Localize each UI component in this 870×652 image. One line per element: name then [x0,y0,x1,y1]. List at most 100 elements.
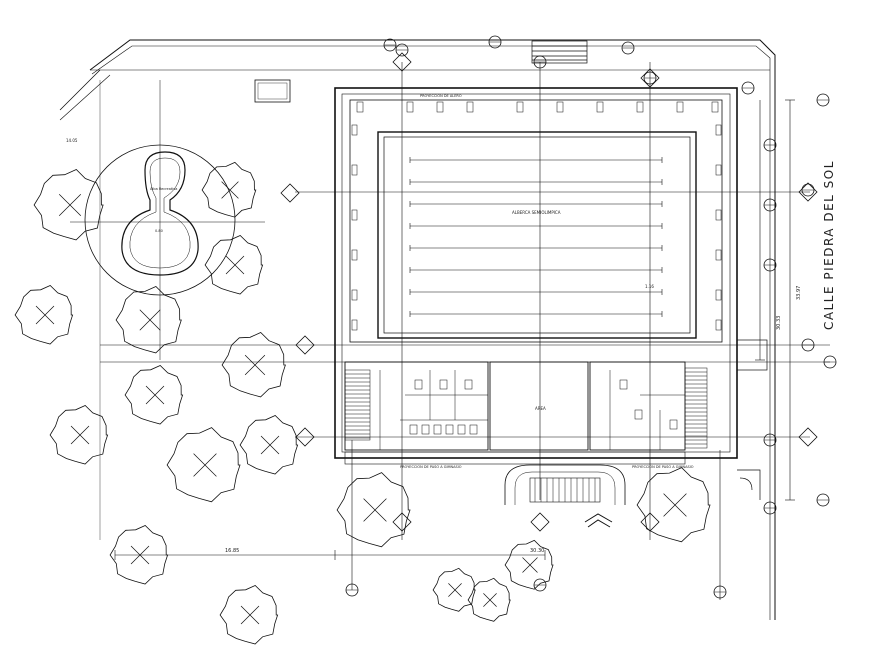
tree-trunk-mark [363,498,387,522]
axis-diamond [280,183,300,203]
fixture [414,379,423,390]
tree-trunk-mark [221,181,239,199]
roof-projection-note: PROYECCION DE ALERO [420,94,462,98]
tree-trunk-mark [70,425,90,445]
column [715,289,722,301]
tree-crown [221,332,286,398]
fixture [669,419,678,430]
column [351,124,358,136]
axis-diamond [798,182,818,202]
tree-icon [115,286,182,354]
column [636,101,644,113]
tree-trunk-mark [240,605,260,625]
tree-trunk-mark [225,255,245,275]
column [436,101,444,113]
tree-crown [504,539,554,590]
tree-icon [49,405,109,465]
pool-label: ALBERCA SEMIOLIMPICA [512,210,561,215]
north-arrow-icon [584,513,613,528]
column [466,101,474,113]
tree-trunk-mark [260,435,280,455]
right-entrance [736,339,768,500]
tree-trunk-mark [139,309,161,331]
column [715,319,722,331]
axis-diamond [640,68,660,88]
left-wing-note: PROYECCION DE PASO A GIMNASIO [400,465,462,469]
stair-outline [344,369,371,441]
column [351,209,358,221]
tree-crown [115,286,182,354]
pool-depth-label: 1.16 [645,284,654,289]
tree-crown [467,577,511,622]
kiddie-pool-dim: 0.80 [155,229,163,233]
tree-icon [432,567,476,612]
tree-icon [504,539,554,590]
fixture [464,379,473,390]
olympic-pool [377,131,697,339]
top-entrance-stairs [531,40,588,64]
tree-crown [239,415,299,475]
tree-crown [166,427,241,503]
tree-icon [239,415,299,475]
tree-trunk-mark [58,193,82,217]
left-stairs [344,369,371,441]
tree-crown [336,472,411,548]
axis-diamond [392,52,412,72]
street-name: CALLE PIEDRA DEL SOL [822,160,836,330]
kiddie-pool-area [70,80,265,540]
axis-diamond [295,427,315,447]
tree-trunk-mark [35,305,55,325]
axis-diamond [798,427,818,447]
fixture [439,379,448,390]
tree-crown [49,405,109,465]
tree-trunk-mark [522,557,538,573]
locker-rooms-wing [344,361,686,465]
kiddie-pool-label: Alba Recreativa [150,187,177,191]
dim-total-height: 33.97 [796,286,802,300]
machine-room [254,79,291,103]
dim-left-width: 16.85 [225,548,239,554]
tree-crown [33,169,104,241]
tree-trunk-mark [244,354,266,376]
tree-crown [204,235,264,295]
fixture [457,424,466,435]
column [351,249,358,261]
column [596,101,604,113]
tree-icon [14,285,74,345]
tree-trunk-mark [145,385,165,405]
column [351,319,358,331]
tree-crown [124,365,184,425]
column [715,164,722,176]
column [556,101,564,113]
tree-crown [109,525,169,585]
column [711,101,719,113]
fixture [634,409,643,420]
hall-area-label: AREA [535,406,546,411]
sanitary-fixtures [409,379,678,435]
fixture [421,424,430,435]
tree-icon [124,365,184,425]
tree-icon [201,161,257,218]
dimension-lines [114,99,795,560]
tree-crown [201,161,257,218]
right-stairs [684,367,708,449]
axis-diamond [640,512,660,532]
tree-trunk-mark [483,593,497,607]
tree-crown [14,285,74,345]
column [356,101,364,113]
curved-staircase [504,464,626,505]
column [715,249,722,261]
column [406,101,414,113]
structural-columns [351,101,722,331]
tree-trunk-mark [663,493,687,517]
fixture [409,424,418,435]
tree-crown [219,585,279,645]
dim-top-left: 14.05 [66,138,78,143]
column [715,124,722,136]
fixture [445,424,454,435]
section-lines [100,62,830,600]
axis-diamond [530,512,550,532]
axis-diamond [392,512,412,532]
trees [14,161,711,645]
column [715,209,722,221]
